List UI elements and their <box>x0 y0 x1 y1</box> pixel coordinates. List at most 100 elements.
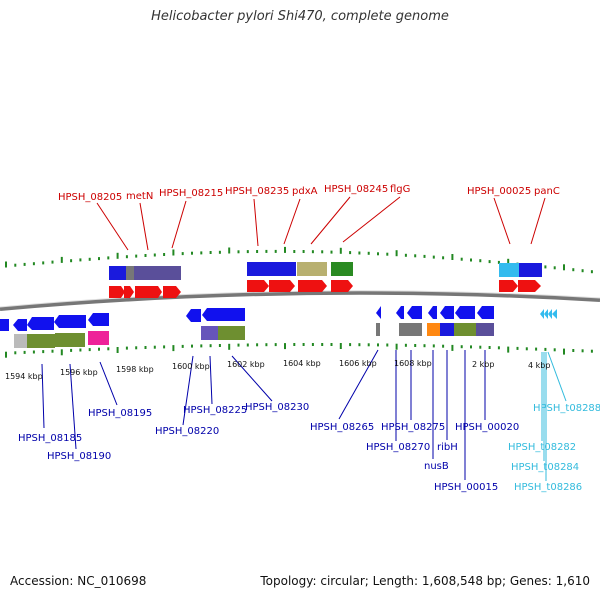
gene-label-hpsh-08220[interactable]: HPSH_08220 <box>155 426 219 437</box>
gene-label-hpsh-08215[interactable]: HPSH_08215 <box>159 188 223 199</box>
gene-block-hpsh-08265[interactable] <box>376 323 380 336</box>
cds-arrow[interactable] <box>135 286 162 298</box>
gene-label-hpsh-08270[interactable]: HPSH_08270 <box>366 442 430 453</box>
scale-label: 1606 kbp <box>339 359 377 368</box>
lower-callout-lines <box>41 349 486 480</box>
cds-arrow[interactable] <box>163 286 181 298</box>
gene-block-grey-light[interactable] <box>14 334 27 348</box>
trna-label-hpsh-t08282[interactable]: HPSH_t08282 <box>508 442 576 453</box>
trna-label-hpsh-t08284[interactable]: HPSH_t08284 <box>511 462 579 473</box>
callout-line <box>530 197 546 245</box>
callout-line <box>69 363 77 450</box>
gene-label-hpsh-08265[interactable]: HPSH_08265 <box>310 422 374 433</box>
cds-arrow[interactable] <box>269 280 295 292</box>
gene-label-nusb[interactable]: nusB <box>424 461 449 472</box>
gene-block-hpsh-00015[interactable] <box>454 323 476 336</box>
gene-block-hpsh-08205[interactable] <box>109 266 126 280</box>
lower-tick-row <box>5 343 593 358</box>
gene-label-hpsh-08190[interactable]: HPSH_08190 <box>47 451 111 462</box>
trna-arrow[interactable] <box>544 309 548 319</box>
gene-label-hpsh-08235[interactable]: HPSH_08235 <box>225 186 289 197</box>
scale-label: 1594 kbp <box>5 372 43 381</box>
accession-text: Accession: NC_010698 <box>10 574 147 588</box>
cds-arrow[interactable] <box>455 306 475 319</box>
gene-label-hpsh-08205[interactable]: HPSH_08205 <box>58 192 122 203</box>
gene-block-ribh[interactable] <box>440 323 454 336</box>
cds-arrow[interactable] <box>376 306 381 319</box>
gene-block-hpsh-08275[interactable] <box>399 323 422 336</box>
gene-block-hpsh-08215[interactable] <box>161 266 181 280</box>
trna-arrow[interactable] <box>552 309 557 319</box>
gene-label-hpsh-00020[interactable]: HPSH_00020 <box>455 422 519 433</box>
cds-arrow[interactable] <box>298 280 327 292</box>
trna-arrow[interactable] <box>548 309 552 319</box>
cds-arrow[interactable] <box>54 315 86 328</box>
gene-block-hpsh-08225[interactable] <box>218 326 245 340</box>
trna-labels: HPSH_t08288 HPSH_t08282 HPSH_t08284 HPSH… <box>508 403 600 493</box>
cds-arrow[interactable] <box>0 319 9 331</box>
cds-arrow[interactable] <box>477 306 494 319</box>
trna-label-hpsh-t08286[interactable]: HPSH_t08286 <box>514 482 582 493</box>
gene-label-hpsh-00015[interactable]: HPSH_00015 <box>434 482 498 493</box>
gene-block-hpsh-08220[interactable] <box>201 326 218 340</box>
scale-label: 2 kbp <box>472 360 494 369</box>
gene-label-hpsh-08185[interactable]: HPSH_08185 <box>18 433 82 444</box>
trna-callout-lines <box>541 351 567 481</box>
callout-line <box>493 197 511 245</box>
cds-arrow[interactable] <box>109 286 125 298</box>
callout-line <box>139 202 149 251</box>
scale-label: 1598 kbp <box>116 365 154 374</box>
gene-block-hpsh-00025[interactable] <box>499 263 519 277</box>
gene-label-ribh[interactable]: ribH <box>437 442 458 453</box>
gene-label-hpsh-08275[interactable]: HPSH_08275 <box>381 422 445 433</box>
cds-arrow[interactable] <box>202 308 245 321</box>
callout-line <box>283 198 301 245</box>
gene-block-flgg[interactable] <box>331 262 353 276</box>
callout-line <box>547 351 567 402</box>
lower-feature-track <box>0 306 557 348</box>
gene-block-metn[interactable] <box>134 266 161 280</box>
gene-label-hpsh-08225[interactable]: HPSH_08225 <box>183 405 247 416</box>
gene-label-metn[interactable]: metN <box>126 191 153 202</box>
callout-line <box>231 355 273 402</box>
gene-block-hpsh-08195[interactable] <box>88 331 109 345</box>
cds-arrow[interactable] <box>27 317 54 330</box>
cds-arrow[interactable] <box>13 319 27 331</box>
gene-block-hpsh-08235[interactable] <box>247 262 269 276</box>
callout-line <box>338 349 379 420</box>
cds-arrow[interactable] <box>88 313 109 326</box>
cds-arrow[interactable] <box>186 309 201 322</box>
cds-arrow[interactable] <box>518 280 541 292</box>
gene-label-hpsh-00025[interactable]: HPSH_00025 <box>467 186 531 197</box>
cds-arrow[interactable] <box>396 306 404 319</box>
scale-label: 1602 kbp <box>227 360 265 369</box>
gene-label-panc[interactable]: panC <box>534 186 560 197</box>
gene-label-hpsh-08195[interactable]: HPSH_08195 <box>88 408 152 419</box>
gene-block-hpsh-08190[interactable] <box>55 333 85 347</box>
cds-arrow[interactable] <box>124 286 134 298</box>
gene-block-panc[interactable] <box>519 263 542 277</box>
gene-block-nusb[interactable] <box>427 323 440 336</box>
gene-block-hpsh-00020[interactable] <box>476 323 494 336</box>
gene-label-hpsh-08245[interactable]: HPSH_08245 <box>324 184 388 195</box>
gene-block-grey[interactable] <box>126 266 134 280</box>
gene-label-flgg[interactable]: flgG <box>390 184 410 195</box>
callout-line <box>310 196 351 245</box>
gene-block-hpsh-08245[interactable] <box>297 262 327 276</box>
scale-labels: 1594 kbp 1596 kbp 1598 kbp 1600 kbp 1602… <box>5 359 550 381</box>
cds-arrow[interactable] <box>407 306 422 319</box>
cds-arrow[interactable] <box>428 306 437 319</box>
gene-label-hpsh-08230[interactable]: HPSH_08230 <box>245 402 309 413</box>
trna-label-hpsh-t08288[interactable]: HPSH_t08288 <box>533 403 600 414</box>
gene-label-pdxa[interactable]: pdxA <box>292 186 318 197</box>
cds-arrow[interactable] <box>247 280 269 292</box>
trna-arrow[interactable] <box>540 309 544 319</box>
cds-arrow[interactable] <box>331 280 353 292</box>
upper-gene-labels: HPSH_08205 metN HPSH_08215 HPSH_08235 pd… <box>58 184 560 203</box>
gene-block-pdxa[interactable] <box>269 262 296 276</box>
cds-arrow[interactable] <box>440 306 454 319</box>
callout-line <box>342 196 401 243</box>
gene-block-hpsh-08185[interactable] <box>27 334 55 348</box>
cds-arrow[interactable] <box>499 280 518 292</box>
